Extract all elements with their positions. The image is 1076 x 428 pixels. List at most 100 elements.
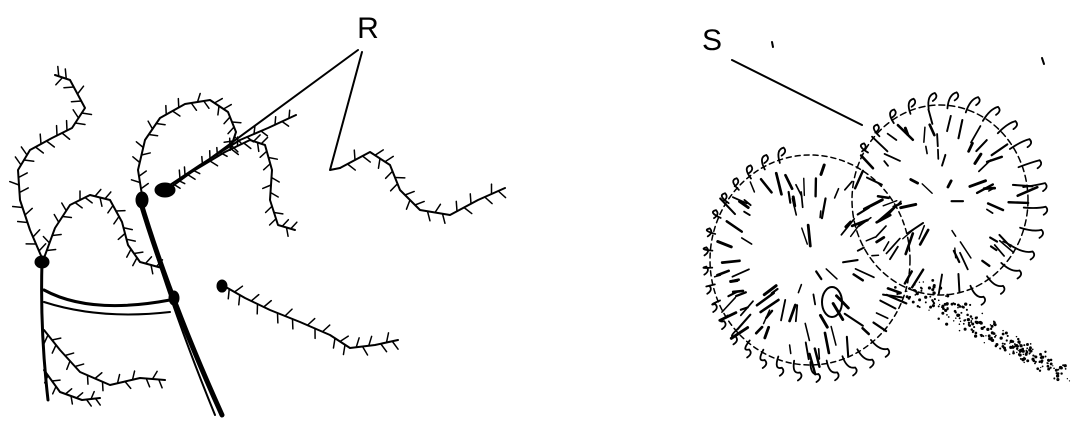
feathery-filament	[165, 135, 297, 236]
surface-stroke	[717, 271, 728, 275]
stipple-dot	[1019, 343, 1021, 345]
stipple-dot	[931, 299, 933, 301]
stipple-dot	[960, 312, 962, 314]
stipple-dot	[985, 335, 986, 336]
stipple-dot	[981, 313, 983, 315]
surface-stroke	[822, 198, 826, 218]
stipple-dot	[1057, 369, 1059, 371]
surface-stroke	[785, 175, 792, 189]
stipple-dot	[945, 295, 947, 297]
surface-stroke	[845, 181, 852, 189]
surface-stroke	[804, 178, 805, 195]
spine-hook	[890, 109, 896, 123]
stipple-dot	[1067, 378, 1068, 379]
stipple-dot	[906, 290, 908, 292]
stipple-dot	[896, 293, 898, 295]
stipple-dot	[1010, 341, 1012, 343]
stipple-dot	[980, 321, 983, 324]
surface-stroke	[866, 237, 874, 241]
pointer-line-s	[732, 60, 862, 125]
surface-stroke	[926, 146, 927, 153]
spine-hook	[733, 178, 739, 190]
stray-mark	[772, 42, 773, 47]
stipple-dot	[1040, 367, 1041, 368]
stipple-dot	[1023, 344, 1025, 346]
stipple-dot	[1009, 342, 1010, 343]
surface-stroke	[884, 161, 888, 166]
inner-cell	[822, 287, 842, 317]
stipple-dot	[1026, 359, 1029, 362]
stipple-dot	[1040, 356, 1043, 359]
surface-stroke	[715, 275, 721, 277]
stipple-dot	[960, 321, 961, 322]
stipple-dot	[946, 294, 948, 296]
surface-stroke	[744, 212, 750, 215]
stipple-dot	[1017, 338, 1019, 340]
stipple-dot	[1032, 349, 1034, 351]
stipple-dot	[1001, 345, 1004, 348]
branched-filament-drawing	[10, 50, 506, 415]
stipple-dot	[904, 302, 905, 303]
stipple-dot	[941, 312, 944, 315]
stipple-dot	[920, 290, 922, 292]
stipple-dot	[966, 309, 968, 311]
stipple-dot	[972, 330, 974, 332]
surface-stroke	[971, 126, 980, 142]
stipple-dot	[954, 303, 956, 305]
stipple-dot	[1006, 339, 1008, 341]
stipple-dot	[981, 327, 984, 330]
stipple-dot	[908, 287, 911, 290]
surface-stroke	[867, 178, 882, 185]
stipple-dot	[1026, 343, 1029, 346]
spine-hook	[778, 148, 785, 163]
stipple-dot	[914, 282, 916, 284]
stipple-dot	[999, 347, 1001, 349]
surface-stroke	[861, 155, 873, 168]
stipple-dot	[1049, 367, 1051, 369]
surface-stroke	[955, 248, 956, 258]
stipple-dot	[993, 323, 995, 325]
spine-hook	[966, 97, 980, 112]
surface-stroke	[732, 269, 749, 276]
spine-hook	[857, 349, 873, 367]
surface-stroke	[990, 238, 997, 242]
stipple-dot	[1017, 340, 1020, 343]
stipple-dot	[956, 314, 959, 317]
stipple-dot	[964, 302, 967, 305]
stipple-dot	[932, 285, 935, 288]
stipple-dot	[1002, 343, 1004, 345]
surface-stroke	[878, 196, 889, 198]
stipple-dot	[1069, 380, 1070, 381]
surface-stroke	[781, 300, 785, 320]
stipple-dot	[986, 328, 989, 331]
stipple-dot	[1009, 354, 1010, 355]
surface-stroke	[806, 342, 809, 359]
stipple-dot	[1065, 368, 1067, 370]
spine-hook	[747, 165, 752, 178]
stipple-dot	[991, 331, 994, 334]
stipple-dot	[931, 279, 934, 282]
stipple-dot	[967, 318, 970, 321]
stipple-dot	[1062, 364, 1064, 366]
stipple-dot	[1016, 347, 1018, 349]
stipple-dot	[1023, 354, 1024, 355]
surface-stroke	[958, 120, 962, 138]
label-s: S	[702, 24, 722, 57]
stipple-dot	[1036, 367, 1039, 370]
stipple-dot	[1056, 374, 1059, 377]
stipple-dot	[1004, 349, 1007, 352]
stipple-dot	[928, 310, 929, 311]
surface-stroke	[976, 140, 986, 151]
stipple-dot	[1034, 362, 1036, 364]
main-stem	[140, 200, 222, 415]
stipple-dot	[1032, 355, 1034, 357]
stipple-dot	[919, 282, 920, 283]
surface-stroke	[733, 291, 743, 292]
stipple-dot	[1030, 343, 1032, 345]
surface-stroke	[960, 253, 968, 270]
stipple-dot	[912, 289, 914, 291]
stipple-dot	[1050, 362, 1053, 365]
stipple-dot	[1039, 362, 1040, 363]
feathery-filament	[131, 93, 240, 195]
stipple-dot	[970, 315, 973, 318]
